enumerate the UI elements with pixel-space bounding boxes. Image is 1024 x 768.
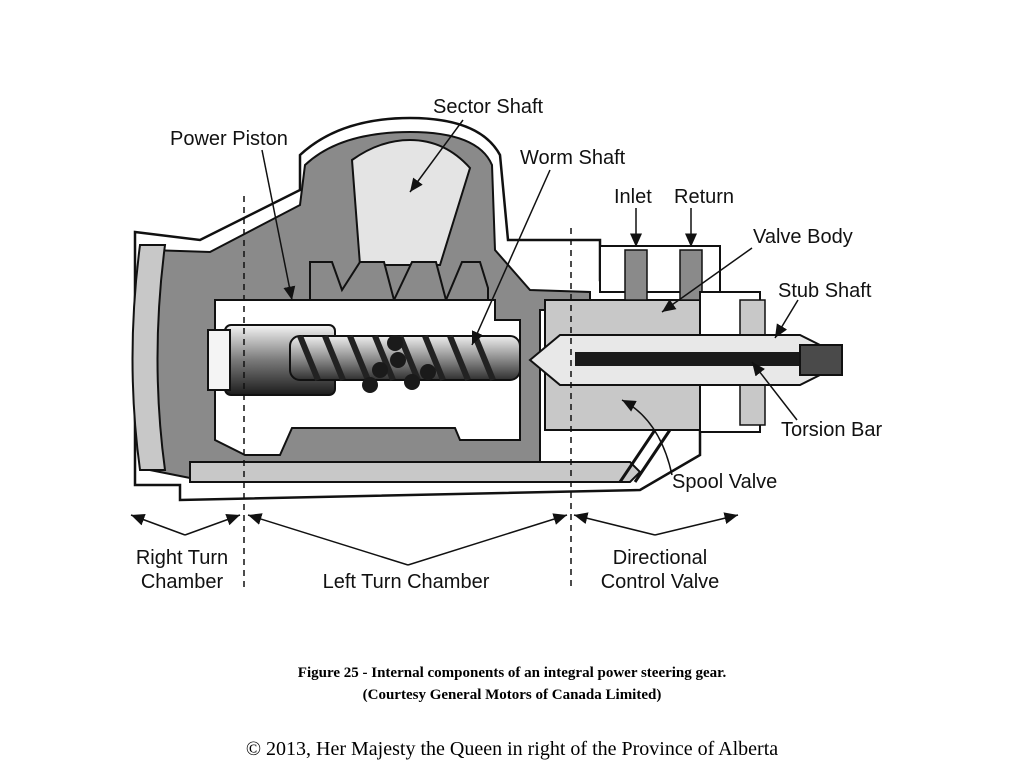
figure-caption-title: Figure 25 - Internal components of an in… [297, 665, 727, 681]
label-right-turn-line2: Chamber [141, 571, 224, 593]
recirculating-balls [362, 335, 436, 393]
power-steering-gear-diagram: Sector Shaft Power Piston Worm Shaft Inl… [130, 96, 882, 593]
leader-lines [130, 119, 799, 566]
label-worm-shaft: Worm Shaft [520, 147, 626, 169]
label-inlet: Inlet [614, 186, 652, 208]
figure-caption-credit: (Courtesy General Motors of Canada Limit… [362, 687, 662, 703]
label-directional-line1: Directional [613, 547, 707, 569]
label-left-turn-chamber: Left Turn Chamber [323, 571, 490, 593]
label-directional-line2: Control Valve [601, 571, 720, 593]
torsion-bar [575, 352, 825, 366]
label-right-turn-line1: Right Turn [136, 547, 228, 569]
label-sector-shaft: Sector Shaft [433, 96, 544, 118]
label-spool-valve: Spool Valve [672, 471, 777, 493]
label-power-piston: Power Piston [170, 128, 288, 150]
copyright-notice: © 2013, Her Majesty the Queen in right o… [245, 738, 779, 760]
label-stub-shaft: Stub Shaft [778, 280, 872, 302]
sector-shaft-body [350, 138, 472, 266]
label-torsion-bar: Torsion Bar [781, 419, 882, 441]
end-cap [131, 244, 167, 471]
label-valve-body: Valve Body [753, 226, 853, 248]
chamber-dividers [243, 196, 572, 590]
worm-shaft [289, 334, 521, 393]
return-passage [189, 461, 642, 483]
label-return: Return [674, 186, 734, 208]
sector-teeth [309, 261, 489, 304]
